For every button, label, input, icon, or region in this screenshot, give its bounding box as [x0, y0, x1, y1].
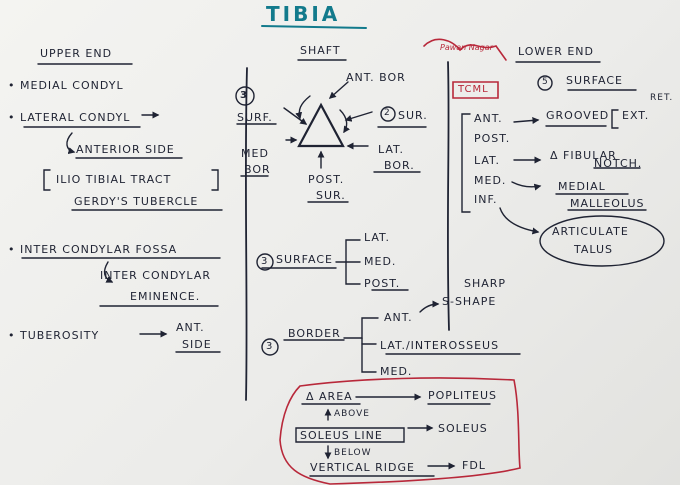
divider-left: [244, 67, 248, 401]
border-sharp-label: SHARP: [464, 277, 507, 290]
surface-label: SURFACE: [276, 253, 333, 266]
lower-lat-label: LAT.: [474, 154, 500, 167]
border-number: 3: [266, 341, 274, 352]
shaft-surf-label: SURF.: [237, 111, 273, 124]
ext-label: EXT.: [622, 109, 650, 122]
title-underline: [261, 25, 367, 29]
grooved-label: GROOVED: [546, 109, 610, 122]
surface-post-label: POST.: [364, 277, 401, 290]
lower-post-label: POST.: [474, 132, 511, 145]
medial-condyl-label: MEDIAL CONDYL: [20, 79, 124, 92]
ret-label: RET.: [650, 93, 674, 103]
articulate-talus-ellipse: [539, 215, 665, 267]
tuberosity-label: TUBEROSITY: [20, 329, 100, 342]
border-s-shape-label: S-SHAPE: [442, 295, 497, 308]
fdl-label: FDL: [462, 459, 486, 472]
upper-end-heading: UPPER END: [40, 47, 113, 60]
shaft-lat-bor-label: BOR.: [384, 159, 415, 172]
shaft-post-label: POST.: [308, 173, 345, 186]
tcml-box: [452, 81, 499, 99]
border-label: BORDER: [288, 327, 341, 340]
shaft-lat-label: LAT.: [378, 143, 404, 156]
medial-label: MEDIAL: [558, 180, 606, 193]
shaft-ant-bor-label: ANT. BOR: [346, 71, 406, 84]
shaft-med-label: MED: [241, 147, 269, 160]
triangle-diagram: [297, 102, 345, 148]
popliteus-label: POPLITEUS: [428, 389, 498, 402]
shaft-post-sur-label: SUR.: [316, 189, 346, 202]
fibular-label: Δ FIBULAR: [550, 149, 617, 162]
signature-text: Pawan Nagar: [440, 43, 493, 52]
shaft-circle-number: 3: [240, 90, 248, 101]
iliotibial-tract-label: ILIO TIBIAL TRACT: [56, 173, 172, 186]
bracket-right: [211, 169, 219, 191]
gerdys-tubercle-label: GERDY'S TUBERCLE: [74, 195, 199, 208]
tuberosity-ant-line2: SIDE: [182, 338, 212, 351]
anterior-side-label: ANTERIOR SIDE: [76, 143, 175, 156]
shaft-heading: SHAFT: [300, 44, 341, 57]
tcml-label: TCML: [458, 84, 489, 95]
talus-label: TALUS: [574, 243, 614, 256]
soleus-line-box: [295, 427, 405, 443]
border-ant-label: ANT.: [384, 311, 413, 324]
lower-end-bracket: [461, 113, 471, 213]
surface-number: 3: [261, 256, 269, 267]
lower-ant-label: ANT.: [474, 112, 503, 125]
border-med-label: MED.: [380, 365, 413, 378]
surface-med-label: MED.: [364, 255, 397, 268]
vertical-ridge-label: VERTICAL RIDGE: [310, 461, 415, 474]
divider-right: [446, 61, 450, 331]
malleolus-label: MALLEOLUS: [570, 197, 645, 210]
lower-inf-label: INF.: [474, 193, 498, 206]
shaft-med-bor-label: BOR: [244, 163, 271, 176]
medial-condyl-item: • MEDIAL CONDYL: [8, 79, 124, 92]
lateral-condyl-item: • LATERAL CONDYL: [8, 111, 131, 124]
intercondylar-fossa-label: INTER CONDYLAR FOSSA: [20, 243, 178, 256]
lower-end-heading: LOWER END: [518, 45, 595, 58]
area-label: Δ AREA: [306, 390, 353, 403]
articulate-label: ARTICULATE: [552, 225, 629, 238]
intercondylar-fossa-item: • INTER CONDYLAR FOSSA: [8, 243, 178, 256]
lateral-condyl-label: LATERAL CONDYL: [20, 111, 131, 124]
soleus-label: SOLEUS: [438, 422, 488, 435]
shaft-sur-label: SUR.: [398, 109, 428, 122]
below-label: BELOW: [334, 448, 372, 458]
tuberosity-ant-line1: ANT.: [176, 321, 205, 334]
page-title: TIBIA: [266, 2, 341, 26]
intercondylar-line2: EMINENCE.: [130, 290, 201, 303]
tuberosity-item: • TUBEROSITY: [8, 329, 100, 342]
lower-surface-label: SURFACE: [566, 74, 623, 87]
lower-surface-number: 5: [542, 77, 549, 87]
notch-label: NOTCH.: [594, 157, 643, 170]
posterior-red-outline: [279, 377, 521, 485]
lower-med-label: MED.: [474, 174, 507, 187]
above-label: ABOVE: [334, 409, 370, 419]
surface-lat-label: LAT.: [364, 231, 390, 244]
shaft-num-2: 2: [384, 108, 391, 118]
intercondylar-line1: INTER CONDYLAR: [100, 269, 211, 282]
soleus-line-label: SOLEUS LINE: [300, 429, 383, 442]
border-lat-interosseus-label: LAT./INTEROSSEUS: [380, 339, 500, 352]
bracket-left: [43, 169, 51, 191]
